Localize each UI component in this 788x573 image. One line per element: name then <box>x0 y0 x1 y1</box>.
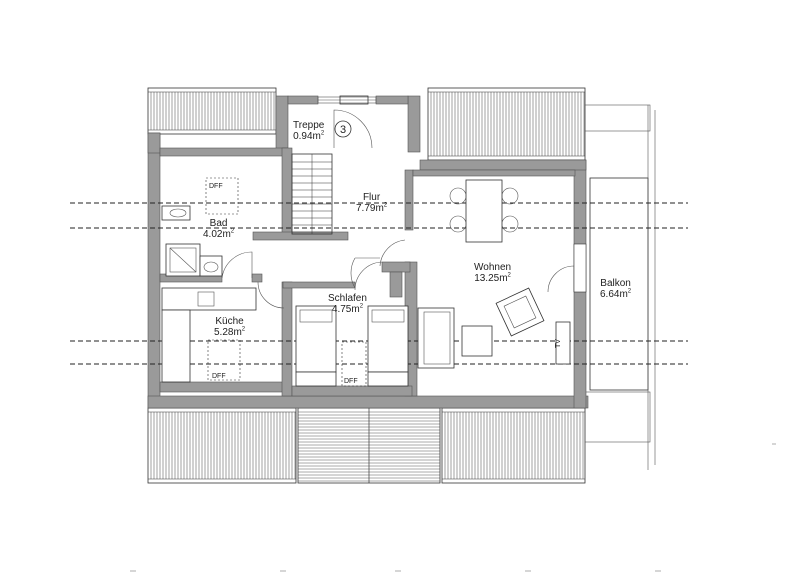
roof-hatching-bottom-right <box>441 407 586 484</box>
dff-bad: DFF <box>209 183 223 190</box>
balcony-outline <box>584 104 656 470</box>
door-swings <box>221 109 587 309</box>
schlafen-label: Schlafen 4.75m2 <box>328 293 367 315</box>
bad-area-sup: 2 <box>230 228 235 235</box>
bad-label: Bad 4.02m2 <box>203 218 234 240</box>
tv-marker: TV <box>554 339 562 348</box>
roof-hatching-top-right <box>427 87 586 161</box>
schlafen-name: Schlafen <box>328 293 367 304</box>
treppe-area: 0.94m <box>293 131 321 142</box>
inner-walls <box>159 147 576 397</box>
staircase <box>291 153 333 235</box>
kueche-area: 5.28m <box>214 327 242 338</box>
kueche-area-sup: 2 <box>241 326 246 333</box>
flur-area-sup: 2 <box>383 202 388 209</box>
balkon-label: Balkon 6.64m2 <box>600 278 631 300</box>
kueche-label: Küche 5.28m2 <box>214 316 245 338</box>
wohnen-area-sup: 2 <box>507 272 511 279</box>
furniture <box>161 177 571 387</box>
balkon-area-sup: 2 <box>627 288 632 295</box>
flur-name: Flur <box>362 192 381 203</box>
schlafen-area: 4.75m <box>331 304 360 315</box>
dff-schlafen: DFF <box>344 378 358 385</box>
roof-hatching-top-left <box>147 87 277 135</box>
balkon-name: Balkon <box>600 278 631 289</box>
flur-label: Flur 7.79m2 <box>356 192 387 214</box>
flur-area: 7.79m <box>356 203 384 214</box>
stair-number-marker: 3 <box>334 120 352 138</box>
bad-name: Bad <box>209 218 228 229</box>
treppe-area-sup: 2 <box>320 130 325 137</box>
kueche-name: Küche <box>215 316 244 327</box>
treppe-label: Treppe 0.94m2 <box>293 120 324 142</box>
bottom-marks <box>130 443 776 572</box>
wohnen-name: Wohnen <box>474 262 512 273</box>
wohnen-area: 13.25m <box>474 273 508 284</box>
roof-hatching-bottom-middle <box>297 407 441 484</box>
treppe-name: Treppe <box>293 120 325 131</box>
schlafen-area-sup: 2 <box>359 303 364 310</box>
bad-area: 4.02m <box>203 229 231 240</box>
top-window <box>317 95 377 105</box>
stair-number: 3 <box>340 124 346 136</box>
roof-hatching-bottom-left <box>147 407 297 484</box>
dff-kueche: DFF <box>212 373 226 380</box>
wohnen-label: Wohnen 13.25m2 <box>474 262 511 284</box>
balkon-area: 6.64m <box>600 289 628 300</box>
